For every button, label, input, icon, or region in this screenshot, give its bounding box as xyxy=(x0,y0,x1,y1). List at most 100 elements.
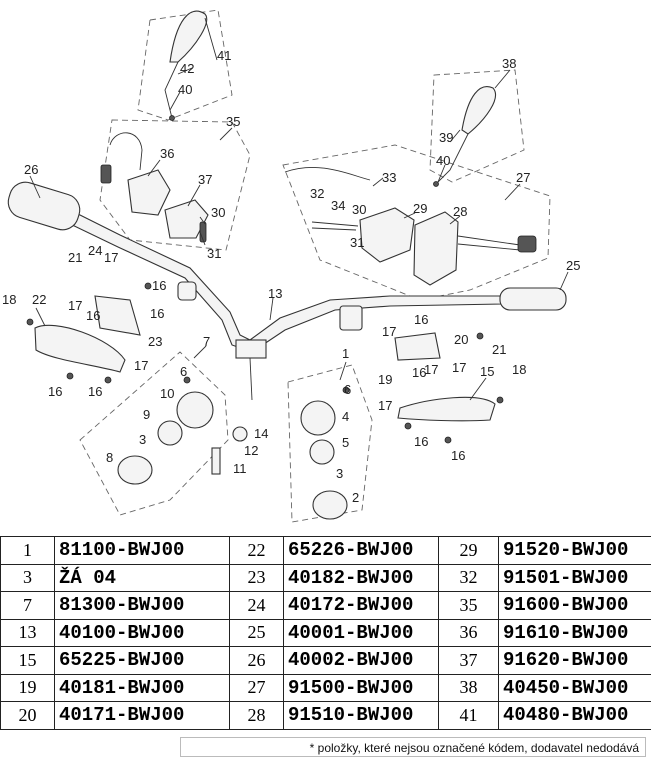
callout-4: 4 xyxy=(342,409,349,424)
callout-3-left: 3 xyxy=(139,432,146,447)
callout-15: 15 xyxy=(480,364,494,379)
callout-10: 10 xyxy=(160,386,174,401)
callout-19: 19 xyxy=(378,372,392,387)
callout-32: 32 xyxy=(310,186,324,201)
callout-2: 2 xyxy=(352,490,359,505)
part-number-cell: 13 xyxy=(0,618,55,647)
part-number-cell: 38 xyxy=(438,673,499,702)
part-code-cell: 40100-BWJ00 xyxy=(54,618,230,647)
part-code-cell: 40182-BWJ00 xyxy=(283,563,439,592)
left-switch-assembly xyxy=(100,132,209,243)
callout-3-right: 3 xyxy=(336,466,343,481)
callout-16-e: 16 xyxy=(88,384,102,399)
callout-1: 1 xyxy=(342,346,349,361)
part-number-cell: 3 xyxy=(0,563,55,592)
callout-9: 9 xyxy=(143,407,150,422)
part-number-cell: 36 xyxy=(438,618,499,647)
part-number-cell: 22 xyxy=(229,536,284,565)
callout-38: 38 xyxy=(502,56,516,71)
part-code-cell: 91500-BWJ00 xyxy=(283,673,439,702)
callout-31-right: 31 xyxy=(350,235,364,250)
exploded-parts-diagram: 41 42 40 35 36 37 30 31 26 38 39 40 27 3… xyxy=(2,9,580,523)
callout-31-left: 31 xyxy=(207,246,221,261)
handguards xyxy=(34,295,496,422)
part-number-cell: 7 xyxy=(0,591,55,620)
part-number-cell: 26 xyxy=(229,646,284,675)
part-number-cell: 23 xyxy=(229,563,284,592)
callout-6-left: 6 xyxy=(180,364,187,379)
callout-labels: 41 42 40 35 36 37 30 31 26 38 39 40 27 3… xyxy=(2,48,580,505)
supplier-footnote: * položky, které nejsou označené kódem, … xyxy=(180,737,646,757)
part-number-cell: 28 xyxy=(229,701,284,730)
part-code-cell: 40171-BWJ00 xyxy=(54,701,230,730)
callout-30-left: 30 xyxy=(211,205,225,220)
callout-16-i: 16 xyxy=(451,448,465,463)
part-number-cell: 19 xyxy=(0,673,55,702)
callout-16-h: 16 xyxy=(414,434,428,449)
part-number-cell: 41 xyxy=(438,701,499,730)
part-number-cell: 29 xyxy=(438,536,499,565)
callout-25: 25 xyxy=(566,258,580,273)
callout-16-d: 16 xyxy=(48,384,62,399)
callout-21-left: 21 xyxy=(68,250,82,265)
part-code-cell: 40002-BWJ00 xyxy=(283,646,439,675)
callout-28: 28 xyxy=(453,204,467,219)
part-code-cell: 91510-BWJ00 xyxy=(283,701,439,730)
part-code-cell: 91620-BWJ00 xyxy=(498,646,651,675)
part-code-cell: 65226-BWJ00 xyxy=(283,536,439,565)
callout-8: 8 xyxy=(106,450,113,465)
callout-22: 22 xyxy=(32,292,46,307)
callout-20: 20 xyxy=(454,332,468,347)
callout-16-f: 16 xyxy=(414,312,428,327)
callout-41: 41 xyxy=(217,48,231,63)
part-code-cell: 91520-BWJ00 xyxy=(498,536,651,565)
part-number-cell: 25 xyxy=(229,618,284,647)
callout-18-left: 18 xyxy=(2,292,16,307)
part-code-cell: 40450-BWJ00 xyxy=(498,673,651,702)
right-mirror xyxy=(433,86,496,187)
part-code-cell: 65225-BWJ00 xyxy=(54,646,230,675)
part-number-cell: 15 xyxy=(0,646,55,675)
part-code-cell: 81300-BWJ00 xyxy=(54,591,230,620)
callout-35: 35 xyxy=(226,114,240,129)
callout-17-d: 17 xyxy=(382,324,396,339)
part-code-cell: 40172-BWJ00 xyxy=(283,591,439,620)
callout-30-right: 30 xyxy=(352,202,366,217)
part-code-cell: 91600-BWJ00 xyxy=(498,591,651,620)
callout-6-right: 6 xyxy=(344,382,351,397)
leader-lines xyxy=(29,17,569,401)
callout-36: 36 xyxy=(160,146,174,161)
part-number-cell: 37 xyxy=(438,646,499,675)
callout-17-b: 17 xyxy=(68,298,82,313)
fasteners xyxy=(26,282,504,444)
callout-17-e: 17 xyxy=(424,362,438,377)
callout-34: 34 xyxy=(331,198,345,213)
callout-37: 37 xyxy=(198,172,212,187)
right-switch-assembly xyxy=(284,167,537,286)
part-code-cell: 91610-BWJ00 xyxy=(498,618,651,647)
callout-23: 23 xyxy=(148,334,162,349)
part-number-cell: 32 xyxy=(438,563,499,592)
callout-17-g: 17 xyxy=(378,398,392,413)
left-mirror xyxy=(164,10,208,121)
part-number-cell: 27 xyxy=(229,673,284,702)
callout-16-g: 16 xyxy=(412,365,426,380)
callout-33: 33 xyxy=(382,170,396,185)
callout-13: 13 xyxy=(268,286,282,301)
callout-17-c: 17 xyxy=(134,358,148,373)
callout-27: 27 xyxy=(516,170,530,185)
callout-29: 29 xyxy=(413,201,427,216)
callout-16-a: 16 xyxy=(152,278,166,293)
part-code-cell: 40001-BWJ00 xyxy=(283,618,439,647)
callout-21-right: 21 xyxy=(492,342,506,357)
part-code-cell: 91501-BWJ00 xyxy=(498,563,651,592)
callout-17-a: 17 xyxy=(104,250,118,265)
part-code-cell: 40480-BWJ00 xyxy=(498,701,651,730)
callout-12: 12 xyxy=(244,443,258,458)
group-outlines xyxy=(79,9,551,523)
